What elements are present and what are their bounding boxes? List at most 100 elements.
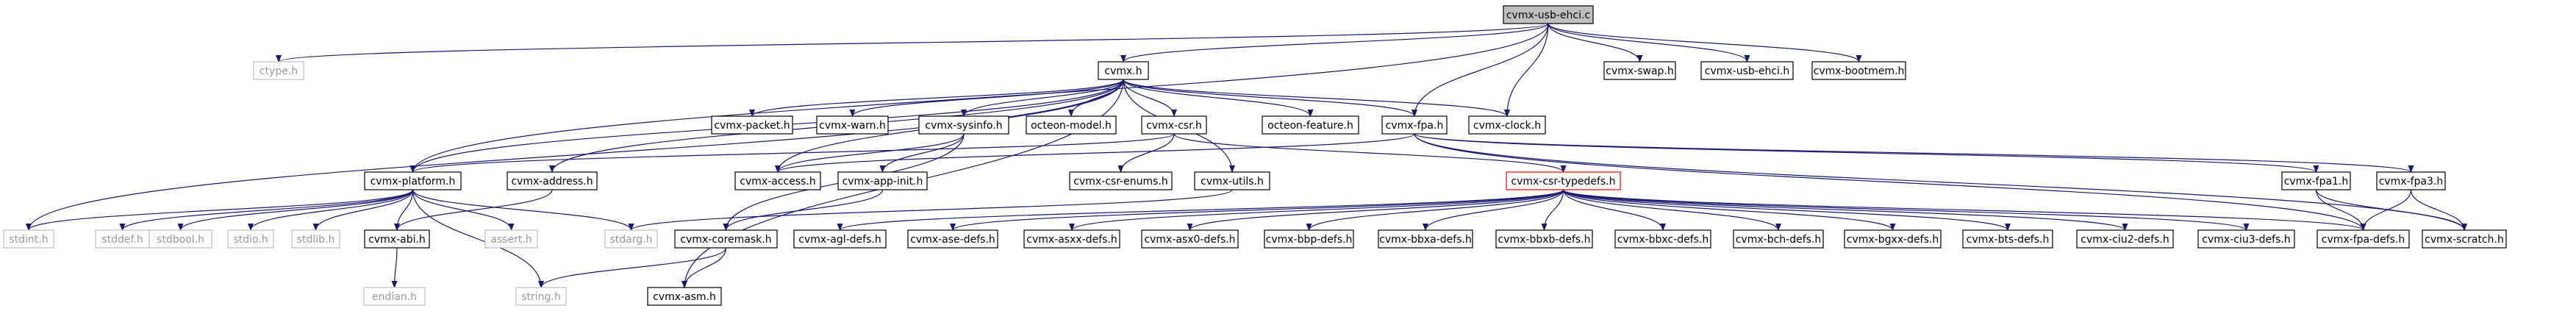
node-box [1844,229,1942,249]
include-edge [628,189,1233,231]
node-box [2422,229,2507,249]
include-edge [394,189,553,231]
node-label: cvmx-platform.h [371,176,456,188]
include-edge [412,189,515,231]
graph-node[interactable]: cvmx-bch-defs.h [1733,229,1824,249]
graph-node[interactable]: cvmx-warn.h [816,115,889,135]
graph-node[interactable]: cvmx-access.h [734,171,821,190]
node-box [1141,115,1207,135]
graph-node[interactable]: cvmx-ciu3-defs.h [2197,229,2295,249]
node-label: cvmx-bbxb-defs.h [1498,234,1591,246]
node-box [604,229,658,249]
graph-node[interactable]: cvmx-bgxx-defs.h [1844,229,1942,249]
include-edge [681,247,727,288]
node-label: cvmx-bgxx-defs.h [1847,234,1939,246]
graph-node[interactable]: cvmx-coremask.h [674,229,778,249]
node-label: cvmx-access.h [740,176,815,188]
node-box [1026,115,1117,135]
node-label: cvmx-clock.h [1473,120,1541,132]
graph-node: stdarg.h [604,229,658,249]
node-label: stdlib.h [297,234,335,246]
include-edge [1541,189,1564,231]
node-label: cvmx-bbxa-defs.h [1379,234,1472,246]
node-box [1098,61,1149,80]
node-label: cvmx-asxx-defs.h [1026,234,1117,246]
node-box [1468,115,1546,135]
graph-node[interactable]: cvmx-swap.h [1603,61,1676,80]
graph-node[interactable]: cvmx-bbxc-defs.h [1614,229,1711,249]
graph-node[interactable]: octeon-feature.h [1262,115,1359,135]
node-label: cvmx.h [1104,65,1142,77]
graph-node[interactable]: cvmx-bootmem.h [1811,61,1906,80]
node-box [793,229,887,249]
graph-node[interactable]: cvmx-asm.h [647,287,722,306]
graph-node[interactable]: octeon-model.h [1026,115,1117,135]
graph-node[interactable]: cvmx-csr-enums.h [1069,171,1173,190]
graph-node[interactable]: cvmx-platform.h [364,171,462,190]
node-box [1262,115,1359,135]
node-box [2316,229,2410,249]
graph-node: stdint.h [3,229,54,249]
include-edge [2410,189,2467,231]
graph-node[interactable]: cvmx-csr.h [1141,115,1207,135]
include-edge [538,247,727,288]
include-edge [1562,189,1896,231]
node-box [2281,171,2351,190]
node-label: cvmx-agl-defs.h [798,234,881,246]
graph-node[interactable]: cvmx-ase-defs.h [907,229,998,249]
graph-node[interactable]: cvmx-clock.h [1468,115,1546,135]
node-label: octeon-model.h [1031,120,1112,132]
graph-node[interactable]: cvmx.h [1098,61,1149,80]
node-label: stdarg.h [610,234,653,246]
graph-node[interactable]: cvmx-asxx-defs.h [1023,229,1120,249]
graph-node: stdio.h [227,229,274,249]
graph-node[interactable]: cvmx-bbp-defs.h [1264,229,1354,249]
node-box [2197,229,2295,249]
graph-node[interactable]: cvmx-fpa3.h [2376,171,2446,190]
graph-node[interactable]: cvmx-utils.h [1194,171,1270,190]
graph-node: ctype.h [253,61,304,80]
graph-node[interactable]: cvmx-sysinfo.h [918,115,1009,135]
graph-node[interactable]: cvmx-fpa-defs.h [2316,229,2410,249]
node-label: cvmx-usb-ehci.h [1705,65,1789,77]
include-edge [837,189,1564,231]
node-box [364,229,430,249]
graph-node[interactable]: cvmx-ciu2-defs.h [2076,229,2174,249]
graph-node[interactable]: cvmx-csr-typedefs.h [1506,171,1621,190]
node-box [291,229,340,249]
node-label: cvmx-csr-typedefs.h [1511,176,1615,188]
graph-node[interactable]: cvmx-app-init.h [837,171,928,190]
node-box [1023,229,1120,249]
graph-node[interactable]: cvmx-agl-defs.h [793,229,887,249]
node-label: ctype.h [260,65,298,77]
graph-node[interactable]: cvmx-address.h [507,171,598,190]
graph-node[interactable]: cvmx-asx0-defs.h [1141,229,1239,249]
graph-node[interactable]: cvmx-bbxa-defs.h [1378,229,1473,249]
include-edge [1123,79,1177,117]
graph-node[interactable]: cvmx-bbxb-defs.h [1495,229,1593,249]
include-edge [119,189,414,231]
node-box [647,287,722,306]
node-box [507,171,598,190]
node-layer: cvmx-usb-ehci.c ctype.h cvmx.h cvmx-swap.h c… [3,5,2507,306]
graph-node[interactable]: cvmx-packet.h [711,115,793,135]
node-label: cvmx-csr-enums.h [1073,176,1167,188]
node-box [227,229,274,249]
graph-node[interactable]: cvmx-usb-ehci.c [1503,5,1594,24]
graph-node[interactable]: cvmx-bts-defs.h [1962,229,2053,249]
graph-node[interactable]: cvmx-scratch.h [2422,229,2507,249]
include-edge [1562,189,2366,231]
include-edge [1504,23,1549,117]
graph-node[interactable]: cvmx-abi.h [364,229,430,249]
include-edge [412,189,544,288]
include-edge [1423,189,1564,231]
node-label: endian.h [372,291,417,303]
include-edge [1562,189,2128,231]
graph-node[interactable]: cvmx-usb-ehci.h [1700,61,1794,80]
graph-node[interactable]: cvmx-fpa.h [1381,115,1448,135]
node-label: cvmx-packet.h [714,120,790,132]
include-edge [2315,189,2467,231]
node-label: cvmx-asx0-defs.h [1144,234,1235,246]
graph-node[interactable]: cvmx-fpa1.h [2281,171,2351,190]
include-edge [1306,189,1564,231]
